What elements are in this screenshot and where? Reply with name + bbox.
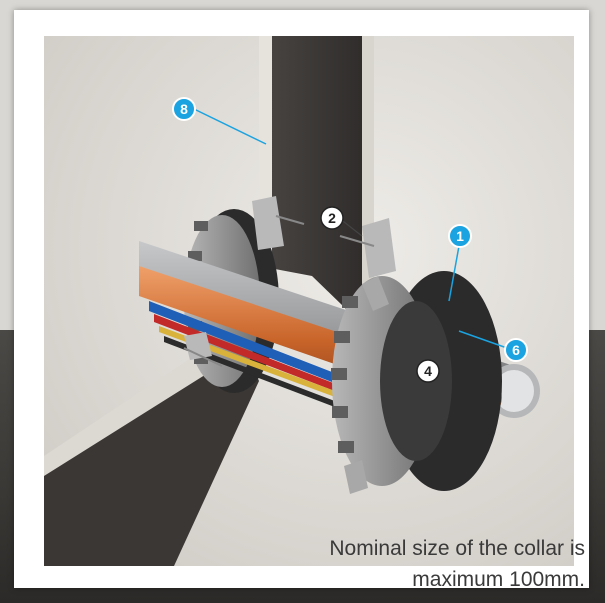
- vertical-stud: [259, 36, 374, 336]
- svg-text:8: 8: [180, 101, 188, 117]
- fixing-tab-bottom: [344, 460, 368, 494]
- callout-1: 1: [448, 224, 472, 248]
- svg-text:2: 2: [328, 210, 336, 226]
- svg-text:1: 1: [456, 228, 464, 244]
- fixing-bracket-stud: [362, 218, 396, 278]
- leader-line-1: [448, 245, 460, 302]
- front-collar: [331, 271, 502, 494]
- callout-6: 6: [504, 338, 528, 362]
- caption: Nominal size of the collar is maximum 10…: [225, 533, 585, 595]
- leader-line-6: [458, 330, 508, 349]
- illustration-svg: 8 2 1 6 4: [44, 36, 574, 566]
- svg-text:6: 6: [512, 342, 520, 358]
- fixing-tab-top: [362, 276, 389, 311]
- horizontal-stud: [44, 336, 259, 566]
- callout-4: 4: [416, 359, 440, 383]
- callout-2: 2: [320, 206, 344, 230]
- caption-line-1: Nominal size of the collar is: [329, 537, 585, 560]
- caption-line-2: maximum 100mm.: [412, 568, 585, 591]
- svg-text:4: 4: [424, 363, 432, 379]
- callout-8: 8: [172, 97, 196, 121]
- leader-line-8: [193, 108, 267, 145]
- fixing-bracket-back: [252, 196, 284, 250]
- fire-collar-illustration: 8 2 1 6 4: [44, 36, 574, 566]
- fixing-bracket-floor: [184, 332, 212, 360]
